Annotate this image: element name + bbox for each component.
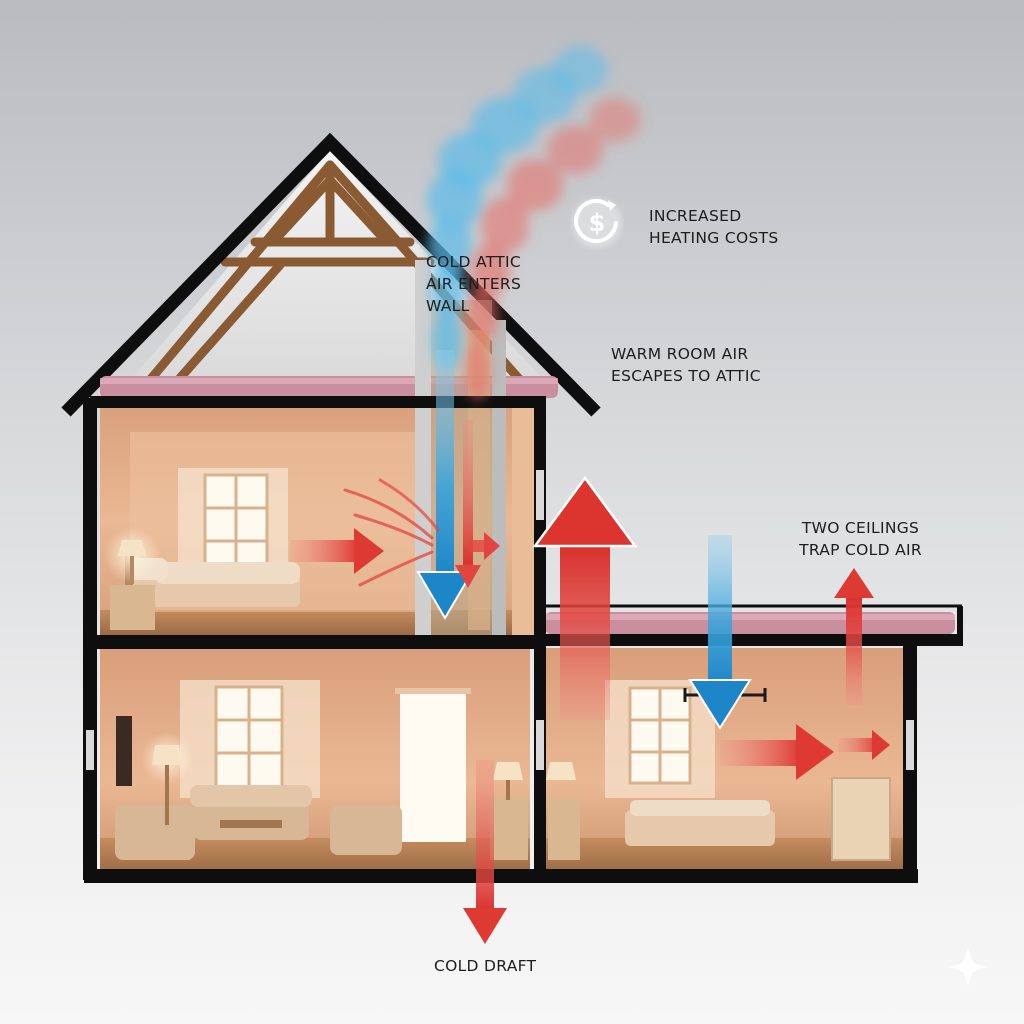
label-two-ceilings: TWO CEILINGS TRAP COLD AIR xyxy=(799,519,922,559)
label-warm-room-air: WARM ROOM AIR ESCAPES TO ATTIC xyxy=(611,345,761,385)
label-increased-heating-costs: INCREASED HEATING COSTS xyxy=(649,207,779,247)
floor-lamp xyxy=(141,732,193,825)
living-window xyxy=(180,680,320,798)
sparkle-icon xyxy=(949,948,987,986)
cold-draft-down-arrow xyxy=(463,760,507,944)
cold-air-down-arrow-wall xyxy=(416,350,474,620)
room-air-into-wall-arrows xyxy=(343,478,440,587)
warm-air-up-arrow-big xyxy=(532,475,638,720)
roof-outline xyxy=(61,132,601,417)
warm-air-right-arrow-wall xyxy=(470,532,500,560)
warm-air-right-arrow-extension xyxy=(720,724,890,780)
warm-air-right-arrow-upstairs xyxy=(290,528,384,574)
dollar-up-arrow-icon: $ xyxy=(572,198,622,248)
label-cold-draft: COLD DRAFT xyxy=(434,957,537,975)
extension-window xyxy=(605,680,715,798)
open-doorway xyxy=(395,688,471,842)
extension-bed xyxy=(625,800,775,846)
dresser xyxy=(831,777,891,861)
cold-air-plume xyxy=(427,46,608,370)
sofas xyxy=(115,785,402,860)
label-cold-attic-air: COLD ATTIC AIR ENTERS WALL xyxy=(426,253,522,315)
nightstand-lamp xyxy=(104,527,160,630)
wall-vents xyxy=(86,470,914,770)
warm-air-up-arrow-extension xyxy=(834,568,874,705)
cold-air-down-arrow-extension xyxy=(688,535,752,730)
hall-table-lamp xyxy=(490,762,528,860)
warm-air-plume xyxy=(466,98,641,400)
warm-air-down-arrow-wall xyxy=(455,420,481,588)
svg-text:$: $ xyxy=(589,209,606,237)
tv-screen xyxy=(116,716,132,786)
house-frame xyxy=(83,396,963,883)
extension-nightstand xyxy=(546,762,580,860)
